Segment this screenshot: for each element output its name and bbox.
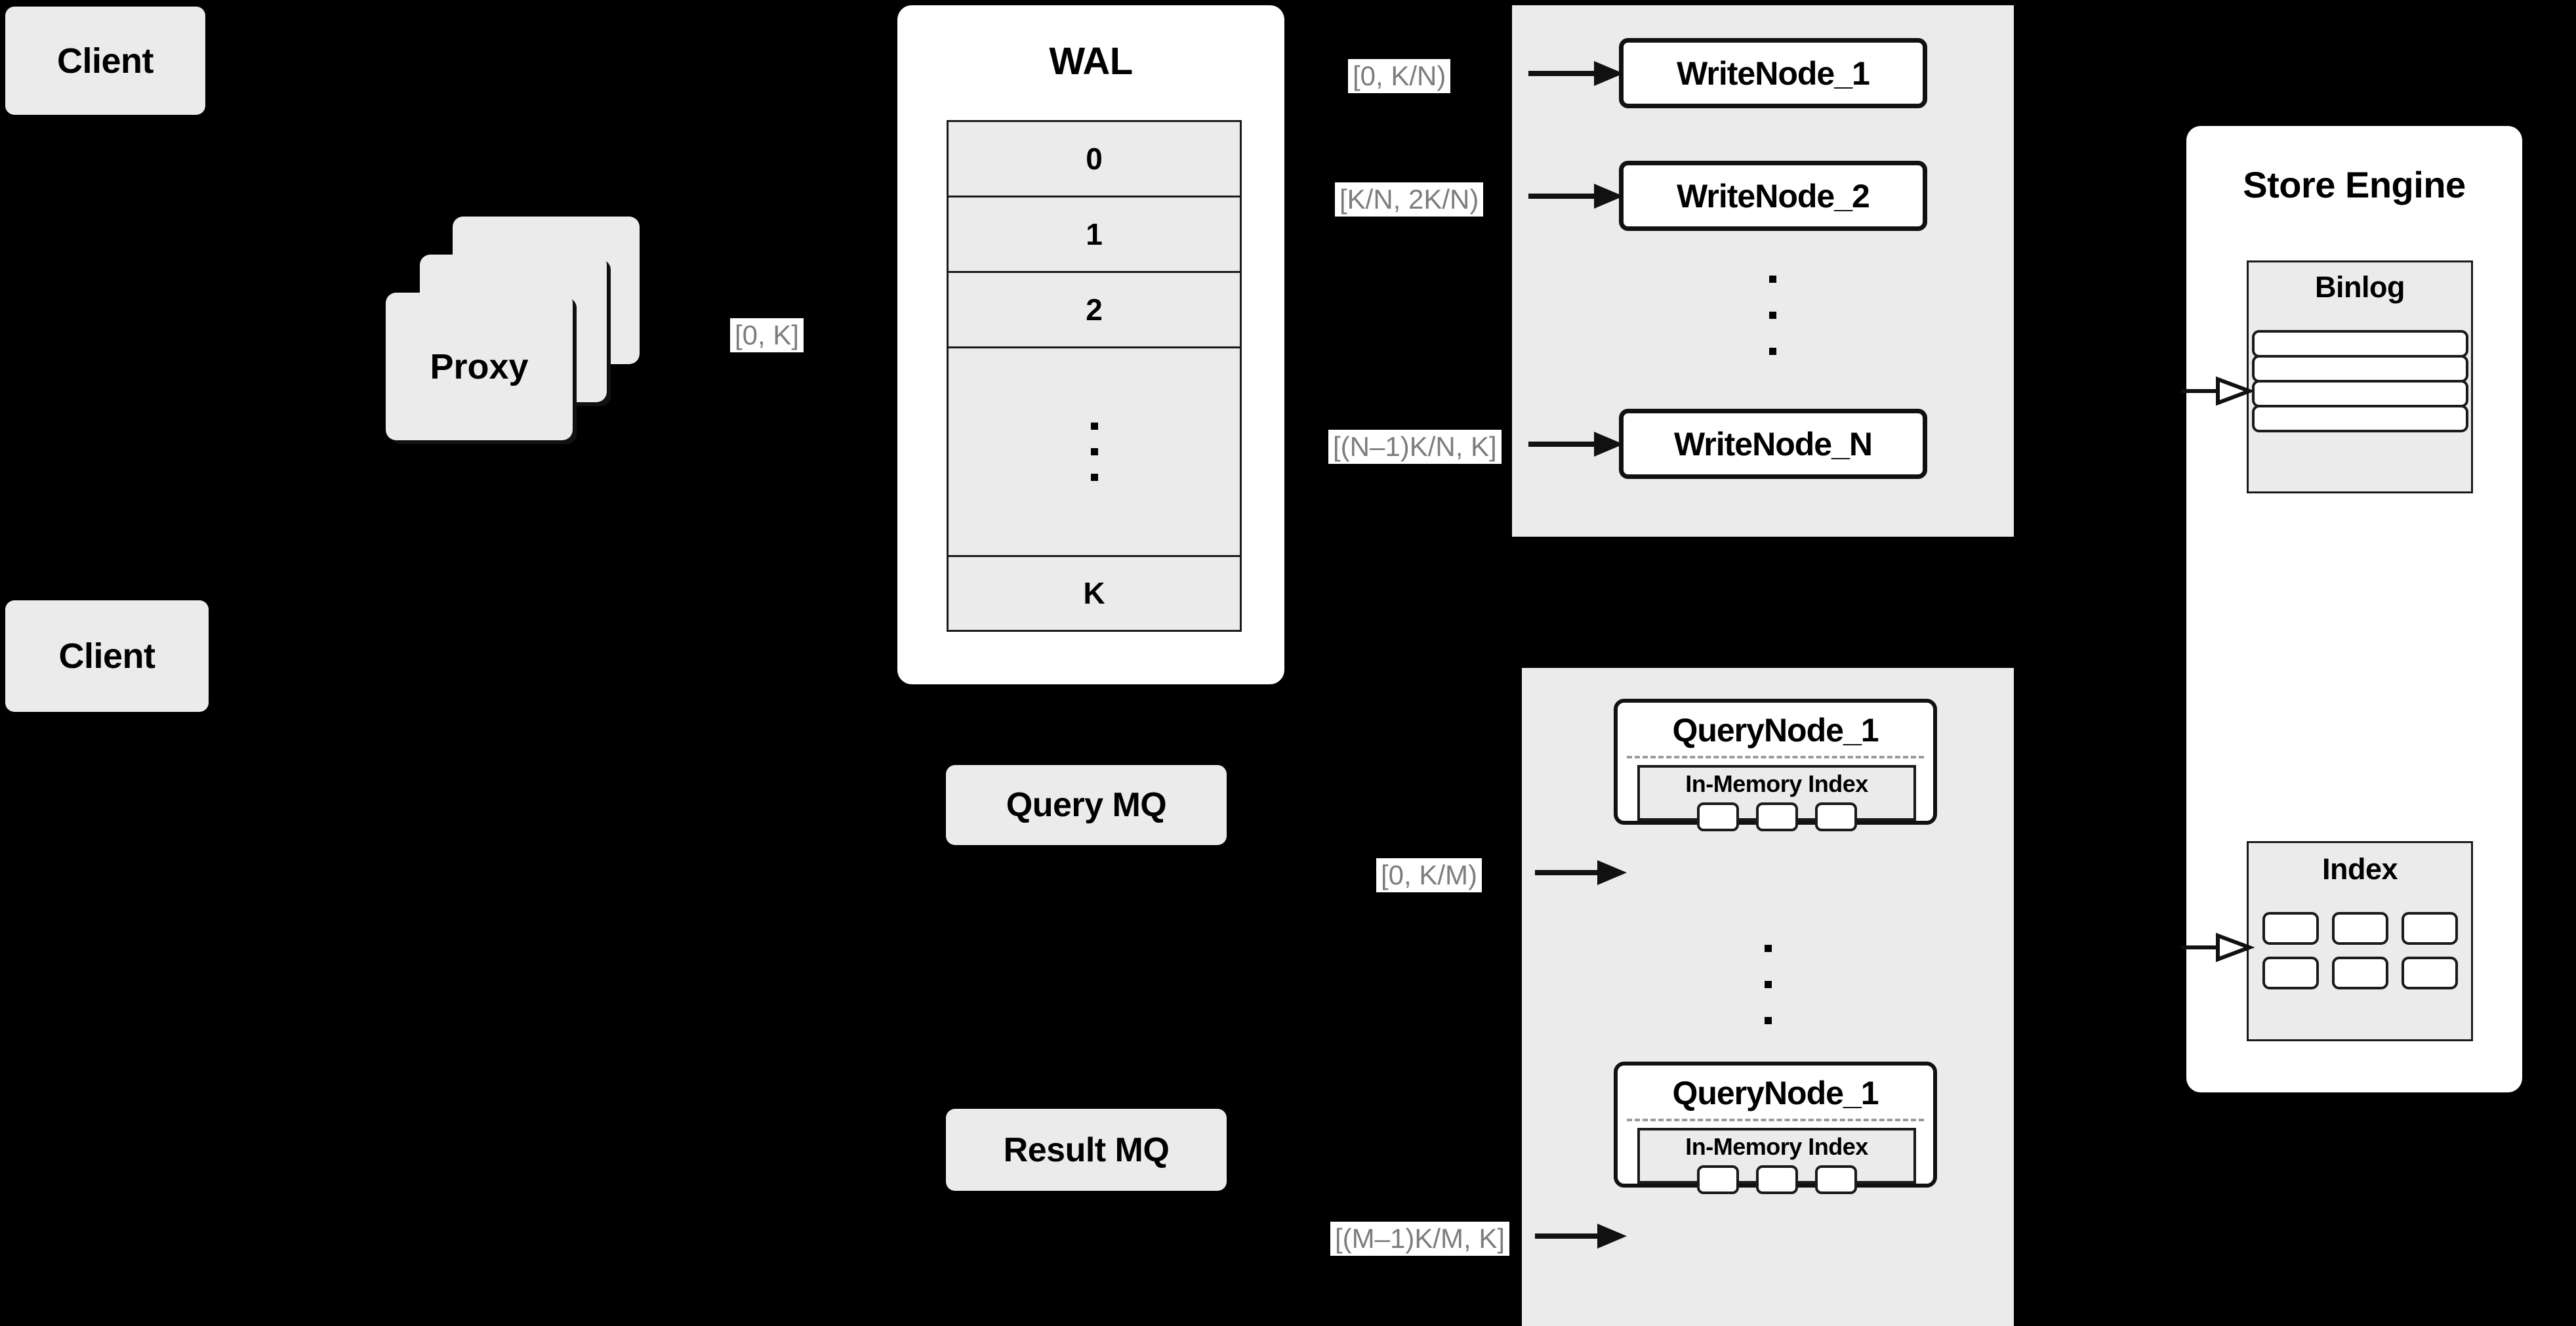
binlog-row[interactable]: [2251, 330, 2468, 358]
query-node-m-index-title-text: In-Memory Index: [1685, 1133, 1868, 1160]
query-node-1-index-title-text: In-Memory Index: [1685, 770, 1868, 797]
index-cell[interactable]: [2331, 912, 2388, 945]
client-node-2-label: Client: [58, 636, 155, 676]
proxy-card-front[interactable]: Proxy: [386, 293, 573, 440]
binlog-row[interactable]: [2251, 405, 2468, 432]
binlog-title: Binlog: [2249, 270, 2471, 304]
result-mq-label: Result MQ: [1003, 1130, 1170, 1169]
edge-label-write-node-2: [K/N, 2K/N): [1335, 182, 1484, 217]
index-grid-row: [2262, 957, 2458, 989]
query-node-1-label: QueryNode_1: [1618, 711, 1933, 749]
write-node-1[interactable]: WriteNode_1: [1619, 38, 1927, 108]
query-cluster-vertical-ellipsis-icon: [1765, 945, 1772, 1024]
index-cell[interactable]: [2262, 957, 2319, 989]
wal-title-text: WAL: [1049, 40, 1133, 83]
wal-vertical-ellipsis-icon: [1090, 423, 1098, 481]
arrow-wal-to-write-node-2: [1528, 184, 1624, 209]
edge-label-write-node-n-text: [(N–1)K/N, K]: [1333, 431, 1497, 462]
wal-row[interactable]: 2: [949, 273, 1240, 348]
write-node-2-label: WriteNode_2: [1677, 177, 1870, 215]
binlog-row[interactable]: [2251, 355, 2468, 383]
proxy-label: Proxy: [430, 346, 529, 386]
edge-label-proxy-to-wal-text: [0, K]: [735, 320, 800, 350]
edge-label-proxy-to-wal: [0, K]: [730, 318, 804, 352]
index-cell[interactable]: [2401, 912, 2458, 945]
binlog-title-text: Binlog: [2315, 270, 2405, 304]
query-node-1-index-cells: [1640, 802, 1913, 831]
index-grid-row: [2262, 912, 2458, 945]
index-title-text: Index: [2321, 852, 2398, 886]
edge-label-query-node-1: [0, K/M): [1376, 858, 1482, 892]
index-cell[interactable]: [2262, 912, 2319, 945]
store-engine-panel: Store Engine Binlog Index: [2186, 126, 2522, 1092]
query-node-m-separator: [1627, 1119, 1924, 1121]
store-engine-title: Store Engine: [2186, 163, 2522, 206]
query-node-m-label: QueryNode_1: [1618, 1074, 1933, 1112]
client-node-2[interactable]: Client: [5, 600, 209, 712]
index-cell[interactable]: [1755, 1165, 1798, 1194]
query-mq-label: Query MQ: [1006, 786, 1167, 824]
arrow-mq-to-query-node-m: [1535, 1224, 1627, 1249]
index-title: Index: [2249, 852, 2471, 886]
query-node-1-separator: [1627, 756, 1924, 758]
query-node-m-index-cells: [1640, 1165, 1913, 1194]
edge-label-write-node-n: [(N–1)K/N, K]: [1328, 430, 1502, 464]
client-node-1-label: Client: [56, 41, 154, 81]
binlog-row-list: [2249, 330, 2471, 432]
wal-row-ellipsis: [949, 348, 1240, 557]
wal-row-label: 2: [1086, 293, 1103, 327]
proxy-stack[interactable]: Proxy: [380, 217, 669, 440]
wal-row[interactable]: K: [949, 557, 1240, 629]
index-cell[interactable]: [2401, 957, 2458, 989]
index-cell[interactable]: [2331, 957, 2388, 989]
edge-label-query-node-m: [(M–1)K/M, K]: [1330, 1222, 1510, 1256]
query-node-m-label-text: QueryNode_1: [1672, 1075, 1879, 1111]
query-node-m[interactable]: QueryNode_1 In-Memory Index: [1614, 1062, 1937, 1194]
binlog-box: Binlog: [2247, 260, 2473, 493]
edge-label-write-node-1: [0, K/N): [1348, 59, 1451, 93]
write-node-n[interactable]: WriteNode_N: [1619, 409, 1927, 479]
index-cell[interactable]: [1814, 1165, 1857, 1194]
edge-label-write-node-2-text: [K/N, 2K/N): [1339, 184, 1479, 215]
edge-label-query-node-m-text: [(M–1)K/M, K]: [1335, 1223, 1505, 1254]
query-node-1-in-memory-index: In-Memory Index: [1637, 765, 1916, 831]
arrow-wal-to-write-node-1: [1528, 61, 1624, 86]
arrow-mq-to-query-node-1: [1535, 860, 1627, 885]
wal-row[interactable]: 1: [949, 197, 1240, 273]
write-cluster-vertical-ellipsis-icon: [1769, 276, 1776, 355]
query-node-m-in-memory-index: In-Memory Index: [1637, 1128, 1916, 1194]
wal-row-label: 1: [1086, 217, 1103, 251]
wal-entry-list: 0 1 2 K: [947, 120, 1242, 632]
wal-row[interactable]: 0: [949, 122, 1240, 197]
query-node-1-index-title: In-Memory Index: [1640, 770, 1913, 798]
query-mq-node[interactable]: Query MQ: [946, 765, 1227, 845]
query-node-1-label-text: QueryNode_1: [1672, 712, 1879, 749]
write-node-2[interactable]: WriteNode_2: [1619, 161, 1927, 231]
store-engine-title-text: Store Engine: [2243, 164, 2466, 205]
index-cell[interactable]: [1696, 1165, 1739, 1194]
client-node-1[interactable]: Client: [5, 7, 205, 115]
wal-title: WAL: [897, 39, 1284, 83]
arrow-to-index: [2181, 932, 2255, 963]
index-box: Index: [2247, 841, 2473, 1041]
write-node-1-label: WriteNode_1: [1677, 54, 1870, 92]
index-cell[interactable]: [1696, 802, 1739, 831]
binlog-row[interactable]: [2251, 380, 2468, 407]
wal-row-label: K: [1083, 576, 1105, 610]
index-cell-grid: [2249, 912, 2471, 989]
index-cell[interactable]: [1814, 802, 1857, 831]
result-mq-node[interactable]: Result MQ: [946, 1109, 1227, 1191]
query-node-m-index-title: In-Memory Index: [1640, 1133, 1913, 1161]
arrow-wal-to-write-node-n: [1528, 432, 1624, 457]
index-cell[interactable]: [1755, 802, 1798, 831]
edge-label-write-node-1-text: [0, K/N): [1353, 60, 1446, 91]
write-node-n-label: WriteNode_N: [1673, 425, 1873, 463]
wal-panel: WAL 0 1 2 K: [897, 5, 1284, 684]
edge-label-query-node-1-text: [0, K/M): [1381, 860, 1478, 890]
wal-row-label: 0: [1086, 142, 1103, 176]
query-node-1[interactable]: QueryNode_1 In-Memory Index: [1614, 699, 1937, 831]
arrow-to-binlog: [2181, 376, 2255, 406]
